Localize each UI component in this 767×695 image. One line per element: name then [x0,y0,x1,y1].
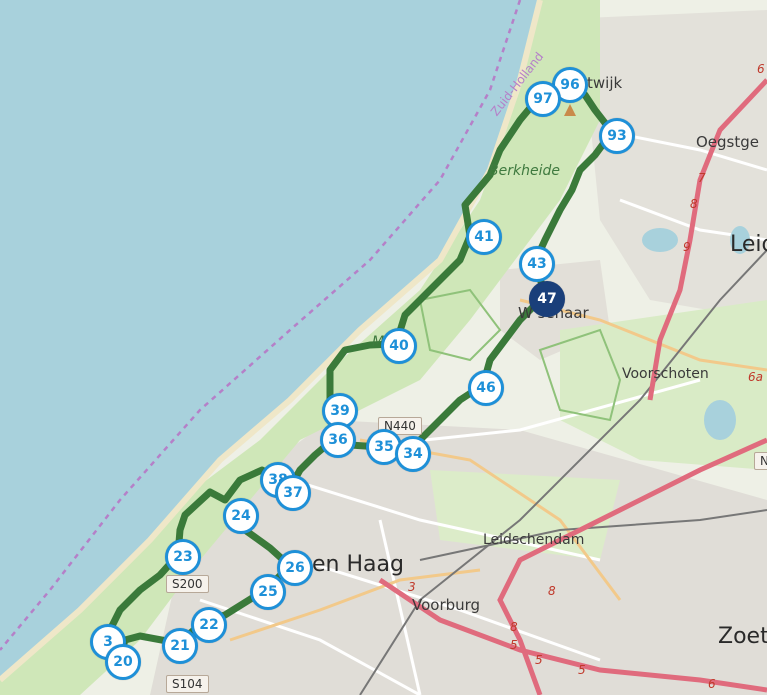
railway [359,249,767,695]
nature-outline-1 [418,288,502,362]
motorways [378,78,767,695]
route-node-24[interactable]: 24 [223,498,259,534]
road-number: 6 [708,677,716,691]
lake-3 [730,226,750,254]
sea [0,0,540,680]
admin-border [0,0,522,651]
route-node-34[interactable]: 34 [395,436,431,472]
road-shield-s104: S104 [166,675,209,693]
road-shield-n: N [754,452,767,470]
road-shield-s200: S200 [166,575,209,593]
place-label-katwijk: twijk [587,74,623,92]
road-number: 8 [548,584,556,598]
route-node-23[interactable]: 23 [165,539,201,575]
place-label-leidschendam: Leidschendam [483,532,585,548]
road-number: 8 [690,197,698,211]
route-node-47[interactable]: 47 [529,281,565,317]
lake-1 [642,228,678,252]
route-node-20[interactable]: 20 [105,644,141,680]
road-number: 5 [578,663,586,677]
road-number: 6a [748,370,763,384]
road-number: 8 [510,620,518,634]
route-path-west [326,78,571,442]
route-node-46[interactable]: 46 [468,370,504,406]
route-node-43[interactable]: 43 [519,246,555,282]
route-node-26[interactable]: 26 [277,550,313,586]
route-node-21[interactable]: 21 [162,628,198,664]
route-node-41[interactable]: 41 [466,219,502,255]
route-node-97[interactable]: 97 [525,81,561,117]
route-node-25[interactable]: 25 [250,574,286,610]
lake-2 [704,400,736,440]
place-label-voorburg: Voorburg [412,596,481,614]
route-node-40[interactable]: 40 [381,328,417,364]
dune-area [0,0,600,695]
place-label-oegstgeest: Oegstge [696,133,760,151]
place-label-den-haag: en Haag [312,552,404,577]
route-node-36[interactable]: 36 [320,422,356,458]
route-node-37[interactable]: 37 [275,475,311,511]
place-label-berkheide: Berkheide [489,163,560,179]
road-number: 3 [408,580,416,594]
road-number: 5 [535,653,543,667]
road-number: 7 [698,171,706,185]
road-number: 5 [510,638,518,652]
road-number: 6 [757,62,765,76]
beach-line [0,0,543,683]
place-label-voorschoten: Voorschoten [622,366,709,382]
route-node-22[interactable]: 22 [191,607,227,643]
nature-outline-2 [538,328,622,422]
road-number: 9 [683,240,691,254]
route-node-93[interactable]: 93 [599,118,635,154]
place-label-leiden: Leid [730,232,767,257]
campsite-icon [564,104,576,116]
place-label-zoetermeer: Zoet [718,624,767,649]
